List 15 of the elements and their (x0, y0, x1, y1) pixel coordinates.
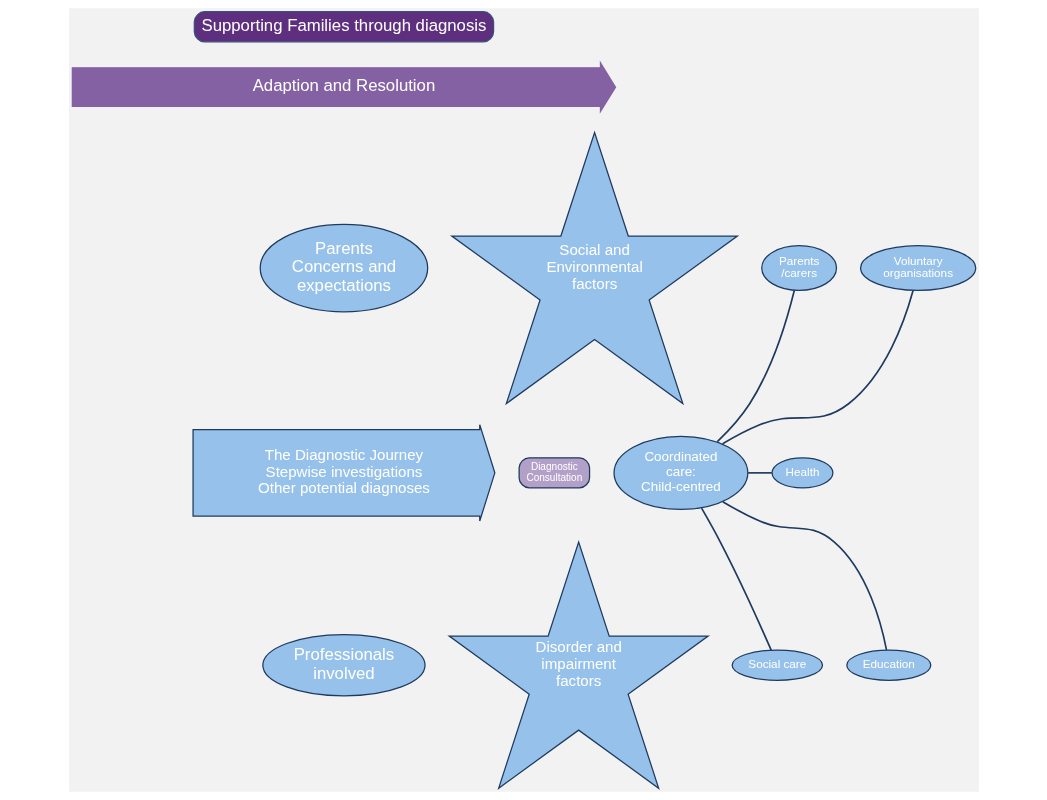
node-ellipse: Education (845, 649, 931, 681)
connector (746, 472, 773, 474)
connector (721, 500, 887, 651)
node-box: Supporting Families through diagnosis (193, 11, 494, 43)
node-ellipse: Coordinated care: Child-centred (612, 435, 748, 511)
connector (716, 289, 795, 443)
node-ellipse: Social care (731, 649, 823, 681)
node-ellipse: Professionals involved (261, 633, 426, 697)
node-ellipse: Voluntary organisations (859, 245, 976, 292)
node-ellipse: Health (770, 457, 833, 489)
node-box: Diagnostic Consultation (518, 457, 590, 489)
node-ellipse: Parents /carers (760, 245, 837, 292)
connector (700, 507, 772, 652)
connector (721, 289, 914, 445)
node-ellipse: Parents Concerns and expectations (259, 223, 428, 313)
